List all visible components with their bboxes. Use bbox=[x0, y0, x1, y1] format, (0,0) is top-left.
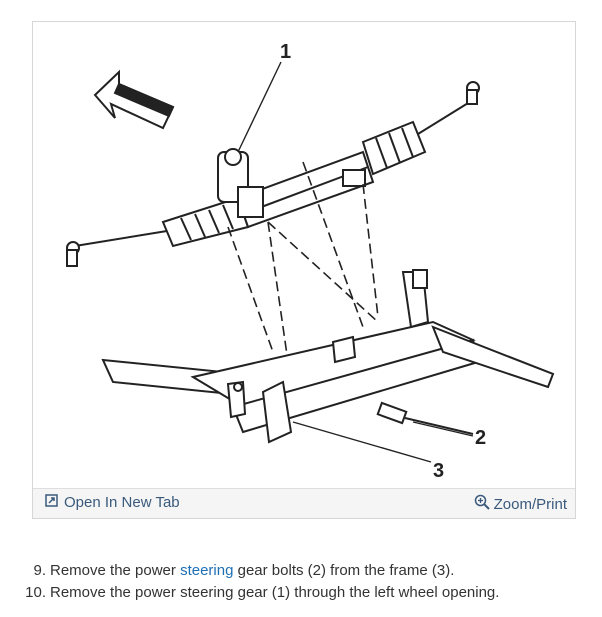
steering-rack bbox=[66, 81, 480, 267]
callout-2: 2 bbox=[475, 427, 486, 449]
step-text-before: Remove the power bbox=[50, 562, 181, 579]
open-in-new-tab-label: Open In New Tab bbox=[64, 494, 180, 511]
open-in-new-tab-link[interactable]: Open In New Tab bbox=[45, 494, 180, 511]
figure-frame: 1 2 3 Open In New Tab Zoom/P bbox=[32, 21, 576, 519]
open-in-new-tab-icon bbox=[45, 494, 58, 511]
step-text: Remove the power steering gear bolts (2)… bbox=[50, 560, 454, 582]
zoom-print-label: Zoom/Print bbox=[493, 495, 567, 513]
callout-leaders bbox=[237, 61, 474, 463]
gear-bolt bbox=[376, 401, 474, 435]
guide-lines bbox=[227, 161, 379, 363]
figure-toolbar: Open In New Tab Zoom/Print bbox=[33, 488, 575, 518]
steering-link[interactable]: steering bbox=[180, 562, 234, 579]
callout-3: 3 bbox=[433, 460, 444, 482]
step-number: 9. bbox=[33, 562, 46, 579]
magnifier-icon bbox=[474, 494, 490, 514]
instruction-steps: 9. Remove the power steering gear bolts … bbox=[0, 560, 602, 604]
direction-arrow bbox=[93, 69, 175, 130]
step-10: 10. Remove the power steering gear (1) t… bbox=[0, 582, 602, 604]
zoom-print-link[interactable]: Zoom/Print bbox=[474, 494, 567, 514]
step-9: 9. Remove the power steering gear bolts … bbox=[0, 560, 602, 582]
step-text-after: gear bolts (2) from the frame (3). bbox=[233, 562, 455, 579]
frame-crossmember bbox=[101, 269, 555, 444]
step-number: 10. bbox=[25, 584, 46, 601]
step-text: Remove the power steering gear (1) throu… bbox=[50, 584, 500, 601]
steering-gear-diagram: 1 2 3 bbox=[66, 41, 555, 482]
callout-1: 1 bbox=[280, 41, 291, 63]
